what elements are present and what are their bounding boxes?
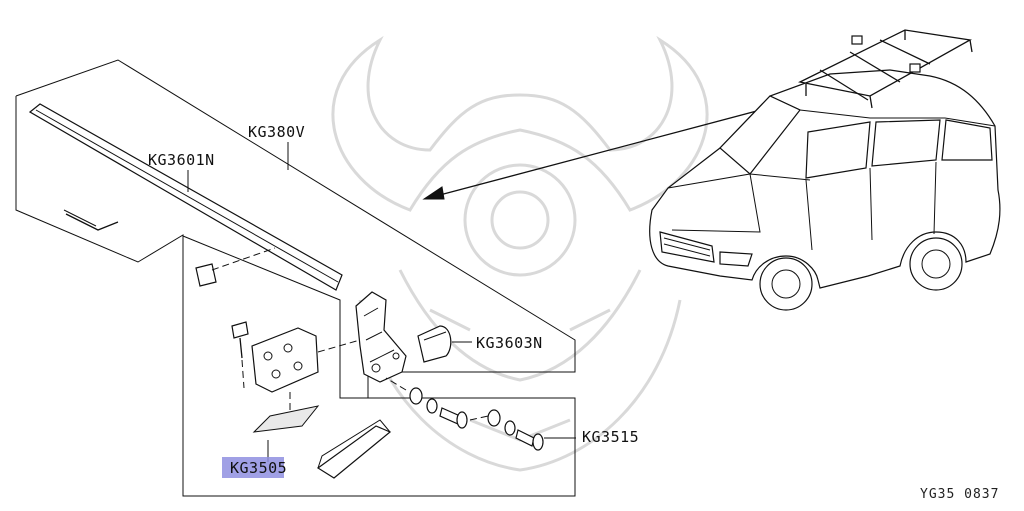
label-kg380v: KG380V <box>248 123 305 141</box>
end-cap <box>417 325 472 363</box>
station-wagon-icon <box>649 29 1001 311</box>
label-kg3515: KG3515 <box>582 428 639 446</box>
label-kg3601n: KG3601N <box>148 151 215 169</box>
label-kg3505: KG3505 <box>230 459 287 477</box>
figure-code: YG35 0837 <box>920 487 999 502</box>
assembly-outline <box>15 59 576 497</box>
leader-lines <box>187 142 289 192</box>
rail-end-cover <box>316 419 392 479</box>
inner-callout-box <box>182 235 368 496</box>
rail-clip <box>195 247 276 287</box>
cover-plate <box>252 405 320 462</box>
label-highlight <box>222 457 284 478</box>
fastener-row-1 <box>385 377 468 429</box>
bolt-icon <box>231 321 249 389</box>
samurai-helmet-watermark-icon <box>331 35 709 472</box>
fastener-row-2 <box>469 409 576 451</box>
rail-support-leg <box>355 291 407 383</box>
mounting-bracket <box>251 327 361 410</box>
roof-rail-strip <box>28 103 343 291</box>
label-kg3603n: KG3603N <box>476 334 543 352</box>
